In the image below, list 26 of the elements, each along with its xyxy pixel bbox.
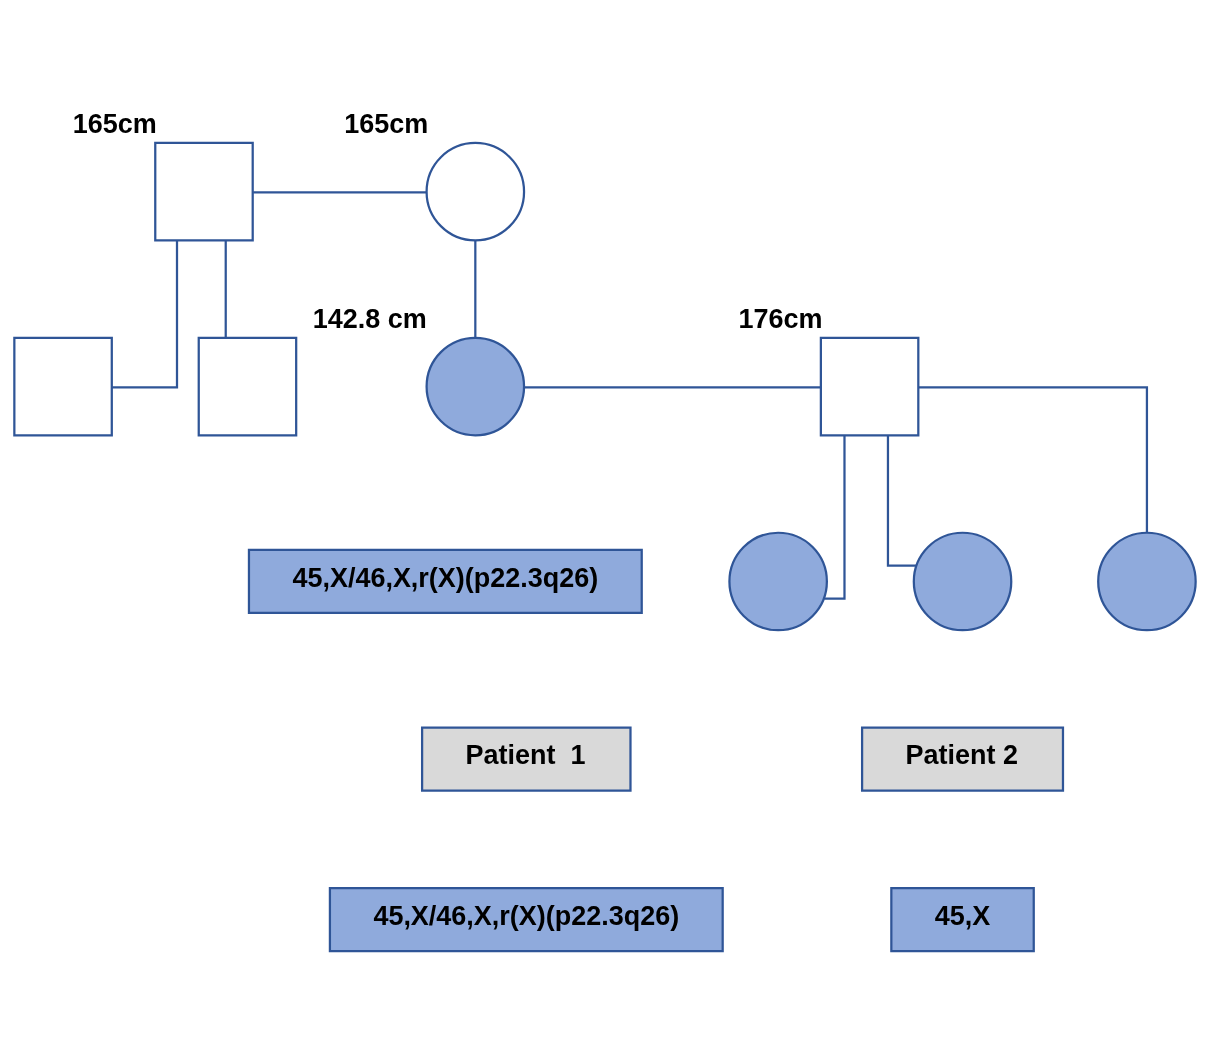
connector [824, 435, 846, 600]
node-label: 165cm [72, 108, 157, 139]
connector [253, 190, 427, 194]
node-label: 165cm [344, 108, 429, 139]
connector [886, 435, 917, 567]
node-box: 45,X [890, 886, 1035, 952]
connector [112, 240, 179, 388]
node-circle [728, 531, 828, 631]
connector [474, 240, 477, 337]
node-box [13, 336, 113, 436]
node-box [819, 336, 920, 436]
node-box: 45,X/46,X,r(X)(p22.3q26) [247, 548, 643, 614]
node-box [197, 336, 298, 436]
node-circle [1097, 531, 1197, 631]
connector [524, 385, 821, 388]
connector [918, 385, 1149, 532]
connector [224, 240, 227, 337]
node-box: 45,X/46,X,r(X)(p22.3q26) [328, 886, 724, 952]
node-box [154, 141, 254, 242]
node-box: Patient 2 [860, 726, 1065, 792]
node-box: Patient 1 [421, 726, 632, 792]
node-circle [425, 336, 526, 436]
node-label: 142.8 cm [312, 303, 427, 334]
node-circle [425, 141, 526, 242]
node-circle [912, 531, 1013, 631]
node-label: 176cm [738, 303, 823, 334]
